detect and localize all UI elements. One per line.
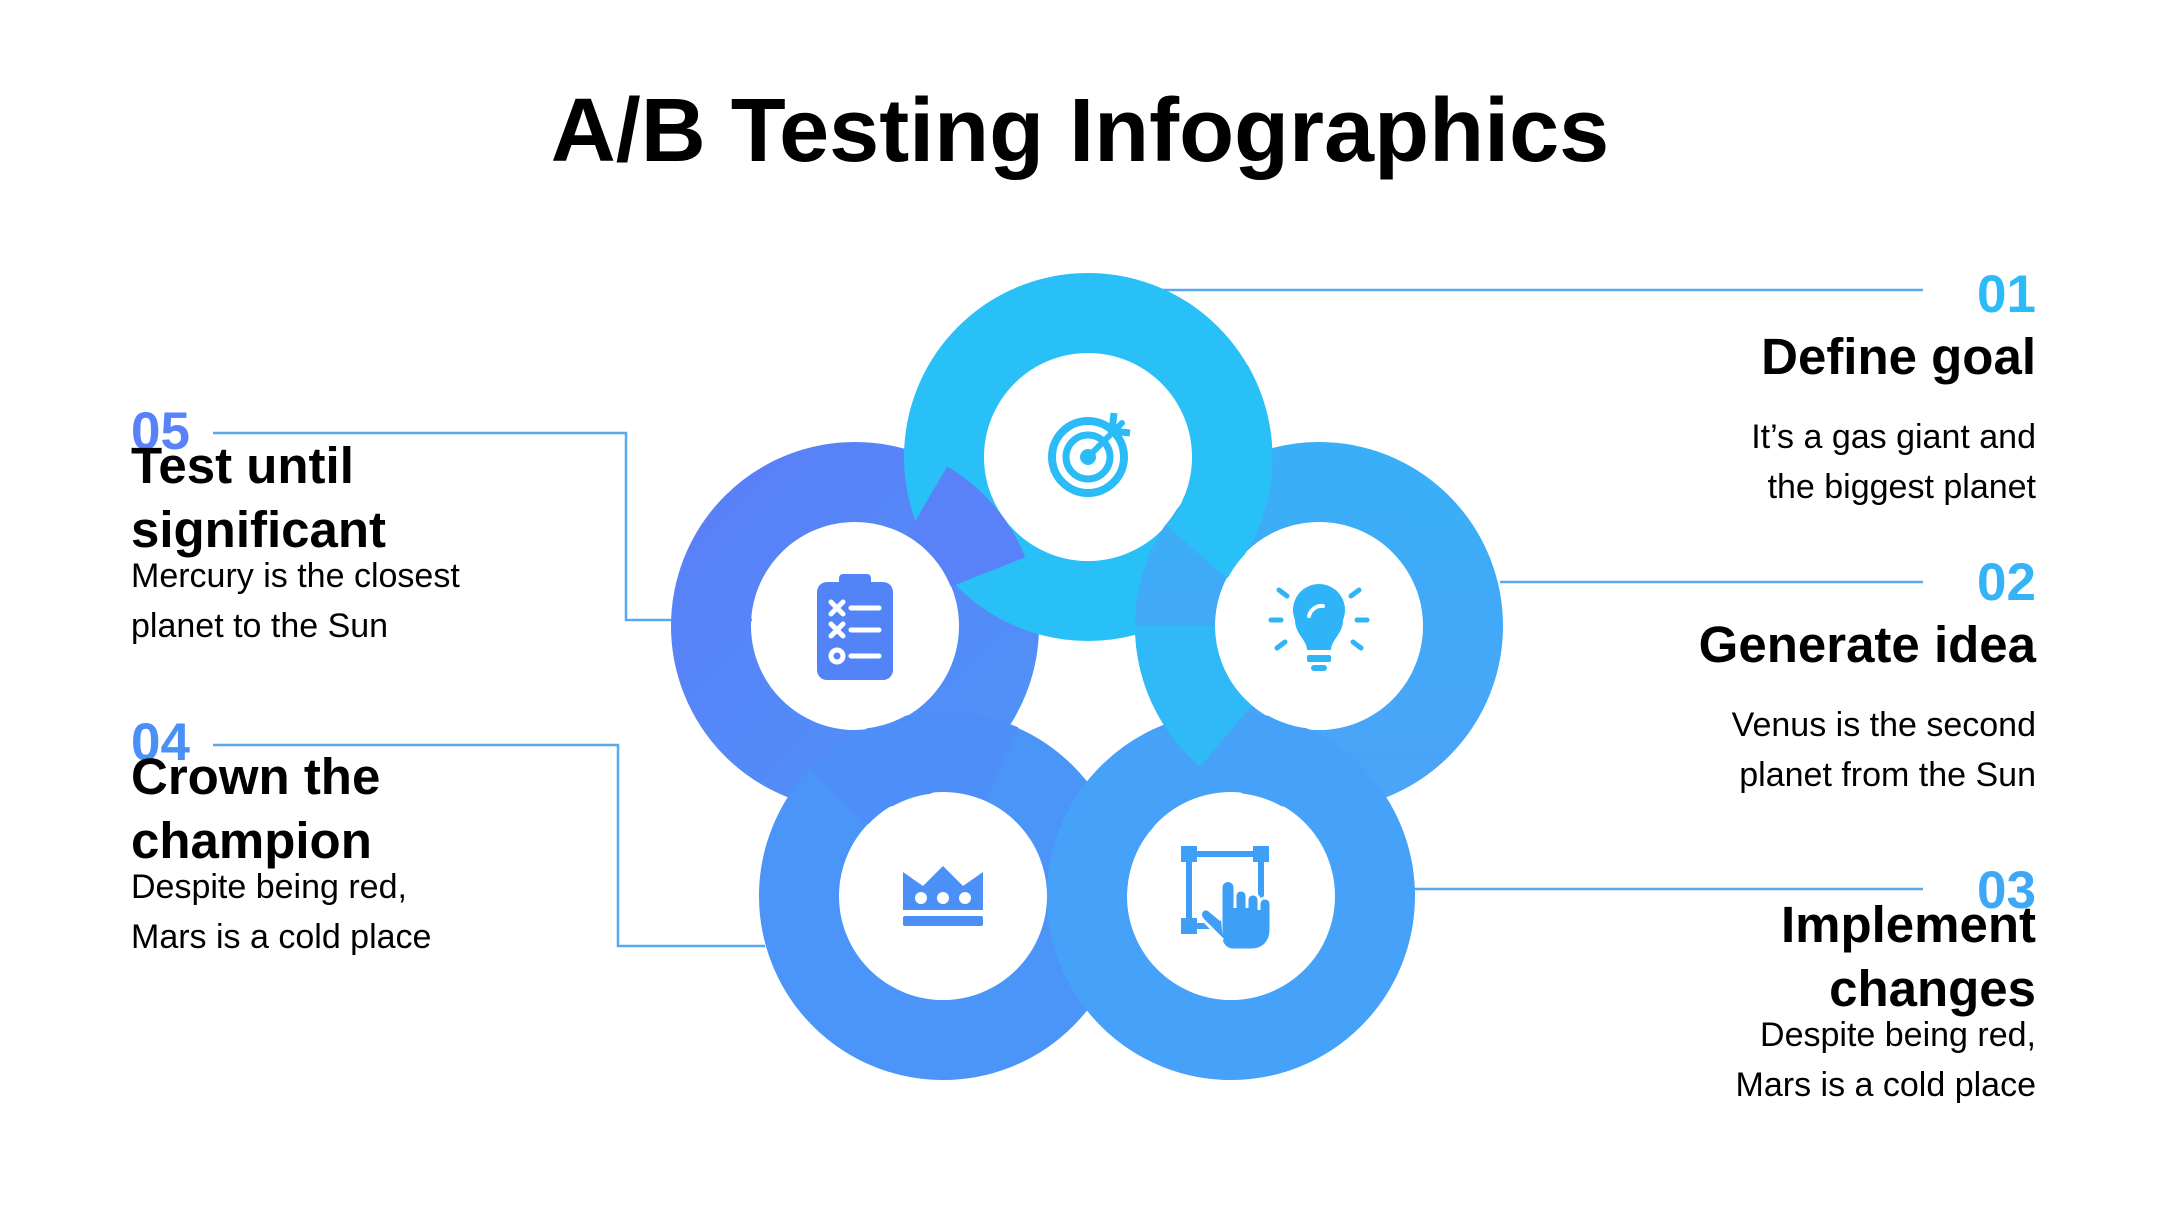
ring-overlap-define-goal (1166, 364, 1273, 579)
step-01-heading: Define goal (1761, 328, 2036, 385)
step-04-heading-line-2: champion (131, 812, 372, 869)
step-03-number: 03 (1977, 861, 2036, 920)
lightbulb-icon (1268, 584, 1370, 671)
step-03-desc-line-2: Mars is a cold place (1735, 1066, 2036, 1104)
ring-overlap-generate-idea (1135, 624, 1253, 767)
step-02-desc-line-1: Venus is the second (1731, 706, 2036, 744)
step-05-desc-line-1: Mercury is the closest (131, 557, 460, 595)
ring-overlap-implement-changes (1047, 773, 1155, 898)
step-05-number: 05 (131, 402, 190, 461)
crown-icon (903, 866, 983, 926)
step-03-heading-line-2: changes (1829, 960, 2036, 1017)
target-icon (1048, 412, 1131, 497)
step-02-heading: Generate idea (1698, 616, 2036, 673)
step-02-desc-line-2: planet from the Sun (1739, 756, 2036, 794)
step-04-heading-line-1: Crown the (131, 748, 381, 805)
step-05-heading-line-1: Test until (131, 437, 354, 494)
step-03-desc-line-1: Despite being red, (1760, 1016, 2036, 1054)
connector-line-04 (213, 743, 765, 948)
ring-overlap-crown-champion (809, 711, 1019, 826)
step-02-number: 02 (1977, 553, 2036, 612)
step-03-heading-line-1: Implement (1780, 896, 2036, 953)
step-04-desc-line-2: Mars is a cold place (131, 918, 432, 956)
step-04-number: 04 (131, 713, 190, 772)
step-01-desc-line-1: It’s a gas giant and (1751, 418, 2036, 456)
pointer-select-icon (1181, 846, 1273, 952)
step-01-number: 01 (1977, 265, 2036, 324)
clipboard-checklist-icon (817, 574, 893, 680)
step-05-desc-line-2: planet to the Sun (131, 607, 389, 645)
step-04-desc-line-1: Despite being red, (131, 868, 407, 906)
step-05-heading-line-2: significant (131, 501, 387, 558)
ring-overlap-test-significant (905, 466, 1026, 588)
page-title: A/B Testing Infographics (550, 81, 1610, 181)
step-01-desc-line-2: the biggest planet (1767, 468, 2036, 506)
